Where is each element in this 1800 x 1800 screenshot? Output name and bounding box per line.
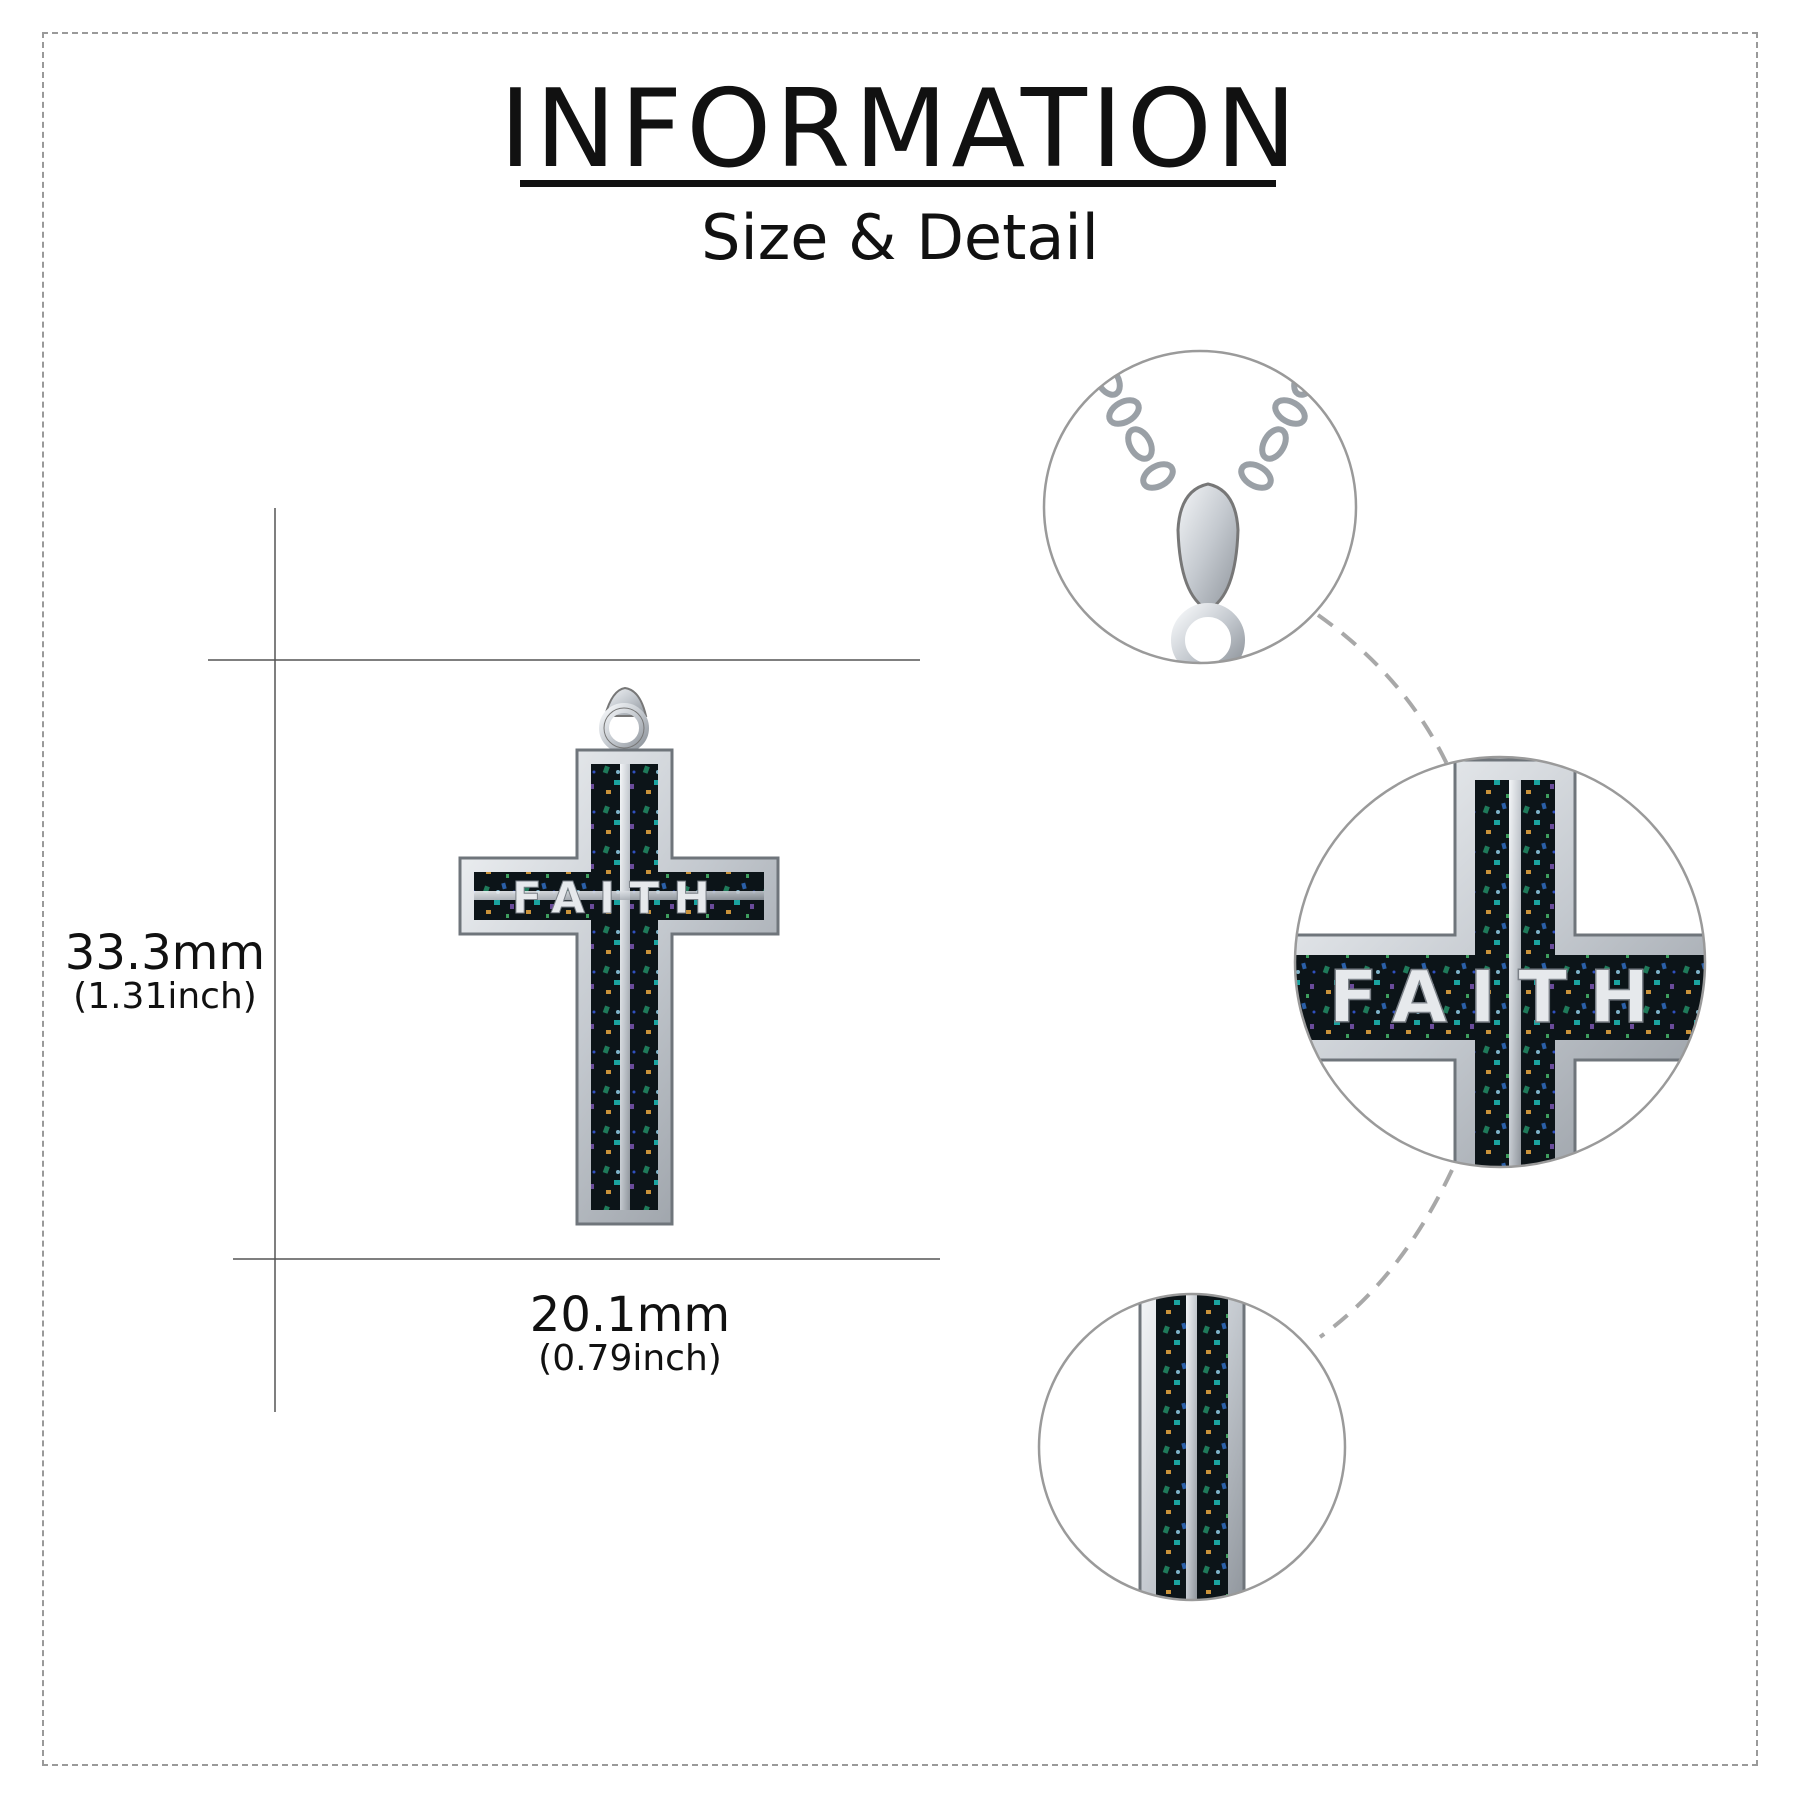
detail-view-bail	[1042, 349, 1358, 665]
dimension-guides	[208, 508, 940, 1412]
detail-view-stem	[1037, 1292, 1347, 1602]
page-frame	[42, 32, 1758, 1766]
cross-pendant: FAITH	[458, 686, 780, 1226]
title-underline	[520, 180, 1276, 187]
height-dimension-label: 33.3mm (1.31inch)	[60, 928, 270, 1016]
width-dimension-label: 20.1mm (0.79inch)	[520, 1290, 740, 1378]
detail-view-center: FAITH	[1293, 755, 1707, 1169]
height-mm: 33.3mm	[64, 925, 266, 981]
height-inch: (1.31inch)	[73, 976, 257, 1018]
pendant-engraving: FAITH	[512, 873, 724, 924]
width-mm: 20.1mm	[529, 1287, 731, 1343]
detail-engraving: FAITH	[1329, 955, 1672, 1039]
width-inch: (0.79inch)	[538, 1338, 722, 1380]
detail-connectors	[1316, 613, 1454, 1339]
page-subtitle: Size & Detail	[701, 201, 1099, 274]
page-title: INFORMATION	[499, 67, 1301, 192]
